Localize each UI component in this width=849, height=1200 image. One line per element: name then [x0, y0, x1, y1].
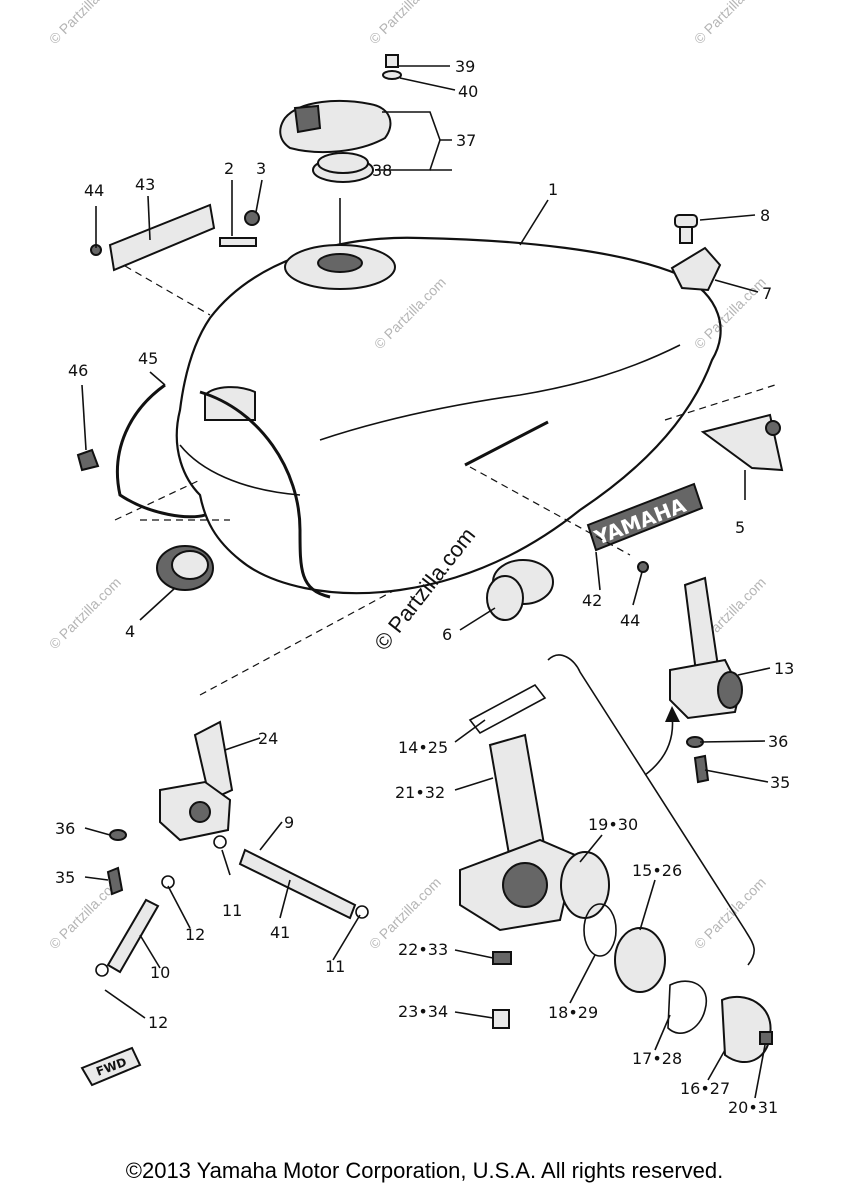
hose-clip [355, 905, 369, 919]
decal-screw [637, 561, 649, 573]
label-44: 44 [84, 181, 104, 200]
trim-rod [464, 420, 549, 467]
yamaha-decal: YAMAHA [586, 482, 704, 552]
washer [109, 829, 127, 841]
grommet [76, 448, 100, 472]
label-35b: 35 [770, 773, 790, 792]
fwd-arrow: FWD [80, 1046, 142, 1087]
label-16-27: 16•27 [680, 1079, 730, 1098]
tank-damper-cap [156, 545, 214, 591]
rear-bracket [670, 214, 722, 292]
label-17-28: 17•28 [632, 1049, 682, 1068]
label-leaders [81, 65, 771, 1099]
mount-plate [700, 413, 784, 472]
left-petcock [159, 720, 234, 842]
label-9: 9 [284, 813, 294, 832]
watermark: © Partzilla.com [691, 0, 769, 47]
label-20-31: 20•31 [728, 1098, 778, 1117]
label-36: 36 [55, 819, 75, 838]
leader-lines [114, 265, 776, 696]
parts-diagram: © Partzilla.com © Partzilla.com © Partzi… [46, 0, 795, 1117]
right-petcock [669, 576, 743, 720]
cap-gasket [312, 152, 374, 183]
side-plate [90, 203, 216, 272]
label-18-29: 18•29 [548, 1003, 598, 1022]
exploded-petcock [459, 683, 773, 1064]
label-11b: 11 [325, 957, 345, 976]
label-14-25: 14•25 [398, 738, 448, 757]
bolt-and-nut [219, 210, 260, 247]
label-15-26: 15•26 [632, 861, 682, 880]
label-40: 40 [458, 82, 478, 101]
rubber-damper [486, 559, 554, 621]
label-36b: 36 [768, 732, 788, 751]
hose-clip [95, 963, 109, 977]
label-35: 35 [55, 868, 75, 887]
label-24: 24 [258, 729, 278, 748]
label-8: 8 [760, 206, 770, 225]
screw [693, 754, 710, 784]
fuel-hose [238, 848, 357, 920]
label-46: 46 [68, 361, 88, 380]
label-13: 13 [774, 659, 794, 678]
label-3: 3 [256, 159, 266, 178]
label-11: 11 [222, 901, 242, 920]
label-6: 6 [442, 625, 452, 644]
label-12b: 12 [148, 1013, 168, 1032]
label-19-30: 19•30 [588, 815, 638, 834]
copyright-footer: ©2013 Yamaha Motor Corporation, U.S.A. A… [125, 1158, 724, 1183]
watermark: © Partzilla.com [371, 274, 449, 352]
label-38: 38 [372, 161, 392, 180]
hose-clip [161, 875, 175, 889]
label-39: 39 [455, 57, 475, 76]
decal-text: YAMAHA [590, 493, 689, 550]
watermark: © Partzilla.com [366, 0, 444, 47]
label-4: 4 [125, 622, 135, 641]
label-21-32: 21•32 [395, 783, 445, 802]
watermark: © Partzilla.com [46, 574, 124, 652]
label-37: 37 [456, 131, 476, 150]
label-42: 42 [582, 591, 602, 610]
breather-hose [115, 383, 206, 519]
label-41: 41 [270, 923, 290, 942]
label-7: 7 [762, 284, 772, 303]
group-bracket [547, 654, 755, 966]
arrow-link [644, 714, 674, 776]
watermark: © Partzilla.com [46, 0, 124, 47]
tank-cap [279, 99, 392, 154]
arrow-head [665, 706, 680, 722]
watermark-center: © Partzilla.com [369, 523, 480, 655]
screw [106, 866, 124, 896]
label-44b: 44 [620, 611, 640, 630]
label-1: 1 [548, 180, 558, 199]
label-23-34: 23•34 [398, 1002, 448, 1021]
breather-hose-2 [199, 390, 331, 599]
watermark: © Partzilla.com [691, 874, 769, 952]
label-10: 10 [150, 963, 170, 982]
watermark-layer: © Partzilla.com © Partzilla.com © Partzi… [46, 0, 769, 952]
cap-screw [382, 54, 402, 80]
vacuum-hose [106, 898, 160, 974]
label-2: 2 [224, 159, 234, 178]
label-43: 43 [135, 175, 155, 194]
label-45: 45 [138, 349, 158, 368]
label-22-33: 22•33 [398, 940, 448, 959]
callout-labels: 39 40 37 38 1 44 43 2 3 8 7 46 45 5 4 6 … [55, 57, 794, 1117]
hose-clip [213, 835, 227, 849]
label-12: 12 [185, 925, 205, 944]
label-5: 5 [735, 518, 745, 537]
